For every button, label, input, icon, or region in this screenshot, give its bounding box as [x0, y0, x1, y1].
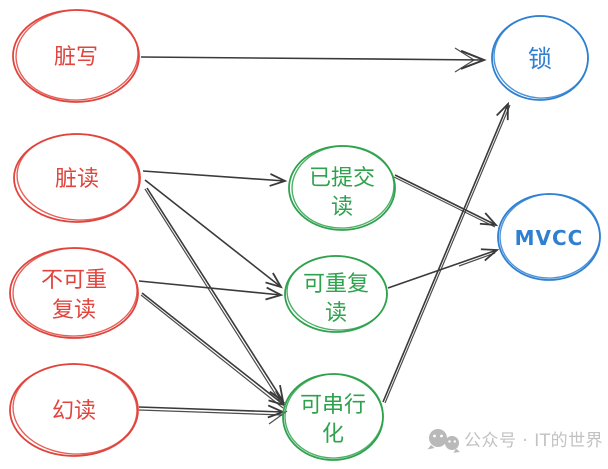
wechat-icon-eye-2 — [440, 434, 443, 438]
lock-label: 锁 — [528, 45, 552, 73]
wechat-icon-eye-4 — [453, 440, 456, 443]
phantom-read-ellipse-echo — [12, 363, 138, 455]
dirty-write-ellipse-echo — [15, 9, 139, 101]
node-phantom-read: 幻读 — [9, 363, 139, 457]
serializable-label-line1: 可串行 — [300, 393, 366, 418]
repeatable-read-label-line2: 读 — [325, 301, 347, 326]
wechat-icon-small-bubble-tail — [453, 448, 460, 453]
edge-serializable-to-lock — [382, 101, 509, 403]
wechat-icon-big-bubble — [429, 429, 447, 447]
node-dirty-write: 脏写 — [12, 9, 140, 103]
node-non-repeatable-read: 不可重 复读 — [9, 247, 139, 339]
repeatable-read-label-line1: 可重复 — [303, 272, 369, 297]
mvcc-ellipse-echo — [499, 193, 601, 279]
wechat-icon — [427, 429, 460, 453]
wechat-icon-eye-3 — [448, 440, 451, 443]
edges-layer — [138, 47, 511, 425]
edge-serializable-to-lock-echo — [384, 104, 511, 404]
dirty-read-label: 脏读 — [55, 167, 99, 192]
non-repeatable-read-label-line1: 不可重 — [41, 268, 107, 293]
non-repeatable-read-ellipse-echo — [12, 247, 138, 337]
edge-dirty-write-to-lock-extra-chevron — [454, 47, 476, 73]
node-mvcc: MVCC — [497, 193, 601, 281]
edge-read-committed-to-mvcc-echo — [393, 176, 496, 228]
edge-dirty-read-to-repeatable-read — [144, 179, 283, 289]
edge-non-repeatable-read-to-repeatable-read — [138, 280, 284, 301]
edge-dirty-write-to-lock — [140, 49, 487, 70]
node-read-committed: 已提交 读 — [288, 145, 396, 231]
edge-dirty-read-to-serializable — [146, 187, 285, 404]
edge-read-committed-to-mvcc — [394, 174, 499, 227]
edge-phantom-read-to-serializable — [138, 404, 286, 419]
edge-dirty-read-to-serializable-echo — [144, 188, 282, 404]
serializable-label-line2: 化 — [322, 422, 344, 447]
non-repeatable-read-label-line2: 复读 — [52, 298, 96, 323]
read-committed-ellipse-echo — [291, 145, 395, 229]
watermark-text: 公众号 · IT的世界 — [464, 431, 603, 451]
non-repeatable-read-ellipse — [9, 247, 139, 339]
dirty-write-label: 脏写 — [54, 45, 98, 70]
serializable-arrow-cluster-stroke-2 — [268, 410, 288, 425]
node-repeatable-read: 可重复 读 — [284, 255, 388, 333]
node-dirty-read: 脏读 — [13, 133, 141, 223]
repeatable-read-ellipse-echo — [286, 255, 388, 331]
wechat-icon-small-bubble — [445, 436, 459, 450]
serializable-ellipse-echo — [284, 373, 384, 459]
mvcc-label: MVCC — [515, 226, 584, 250]
lock-ellipse-echo — [493, 15, 589, 99]
edge-repeatable-read-to-mvcc — [387, 248, 500, 289]
edge-repeatable-read-to-mvcc-extra-stroke — [458, 252, 496, 267]
wechat-icon-eye-1 — [433, 434, 436, 438]
dirty-read-ellipse-echo — [16, 133, 140, 221]
read-committed-label-line1: 已提交 — [309, 166, 375, 191]
read-committed-label-line2: 读 — [331, 195, 353, 220]
watermark: 公众号 · IT的世界 — [427, 429, 603, 453]
edge-dirty-read-to-read-committed — [142, 170, 288, 187]
edge-non-repeatable-read-to-serializable-echo — [140, 294, 284, 409]
serializable-arrow-cluster-stroke-1 — [269, 391, 287, 405]
edge-non-repeatable-read-to-serializable — [141, 292, 286, 407]
node-serializable: 可串行 化 — [282, 373, 384, 461]
wechat-icon-big-bubble-tail — [427, 445, 435, 450]
edge-phantom-read-to-serializable-echo — [138, 409, 284, 416]
node-lock: 锁 — [491, 15, 589, 101]
phantom-read-label: 幻读 — [52, 399, 96, 424]
